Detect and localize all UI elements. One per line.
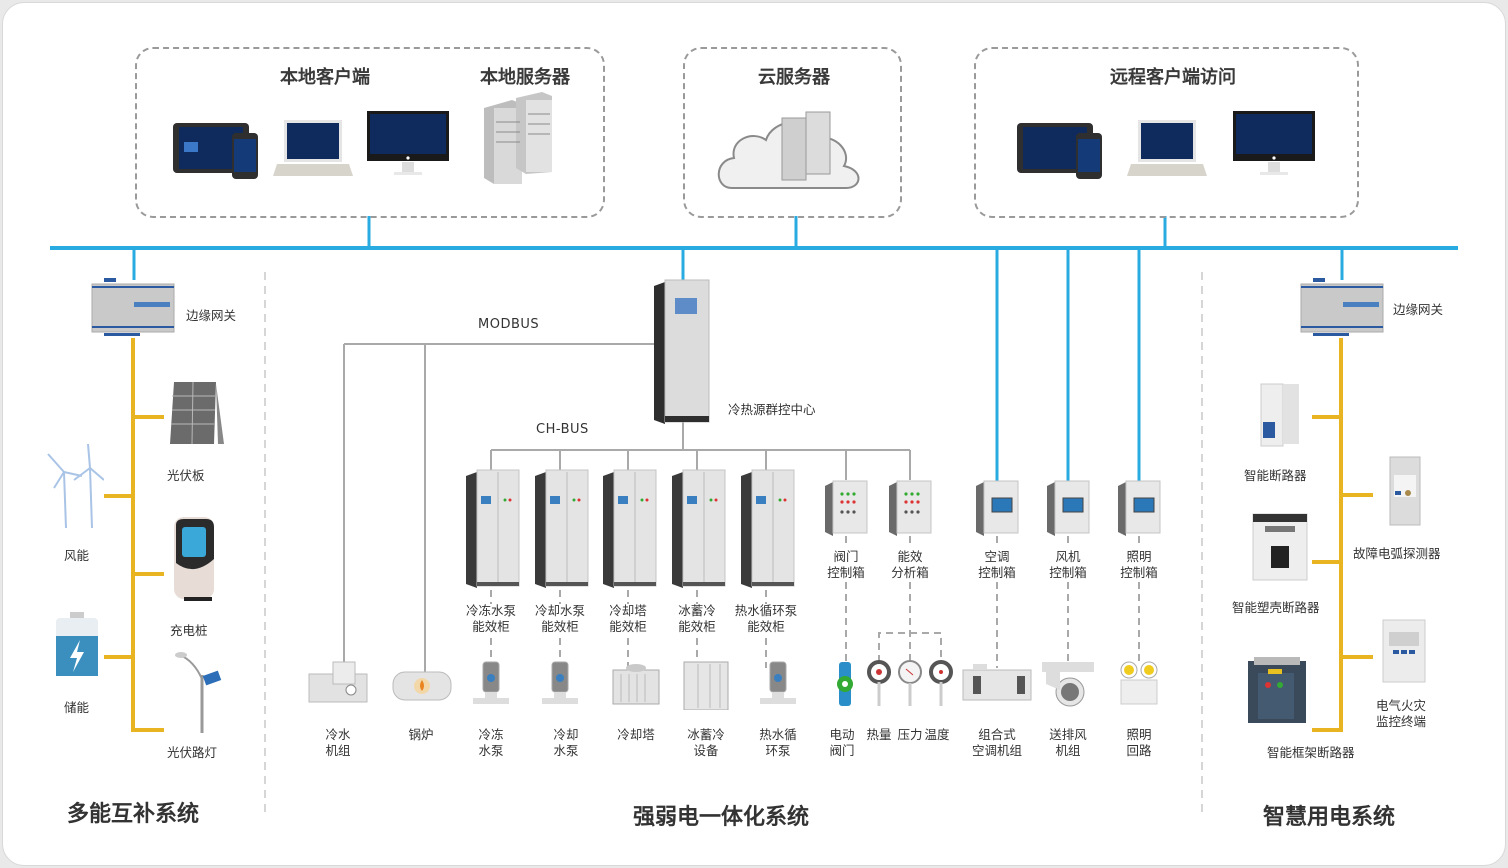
solar-street-light-label: 光伏路灯	[167, 745, 218, 760]
equipment-label: 冰蓄冷 设备	[687, 727, 725, 758]
pv-panel-label: 光伏板	[167, 468, 205, 483]
energy-cabinet-label: 冷却水泵 能效柜	[534, 603, 585, 634]
energy-cabinet-icon	[603, 469, 657, 588]
acb-icon	[1248, 657, 1306, 723]
server-rack-icon	[484, 92, 552, 184]
pump-icon	[542, 661, 578, 704]
thermometer-icon	[929, 660, 953, 706]
energy-cabinet-label: 冷却塔 能效柜	[609, 603, 647, 634]
equipment-label: 送排风 机组	[1049, 727, 1087, 758]
equipment-label: 温度	[924, 727, 950, 742]
fire-monitor-icon	[1382, 619, 1426, 683]
equipment-label: 冷冻 水泵	[478, 727, 504, 758]
cloud-server-title: 云服务器	[758, 67, 830, 88]
wind-label: 风能	[64, 548, 90, 563]
energy-cabinet-label: 热水循环泵 能效柜	[734, 603, 798, 634]
remote-laptop-icon	[1127, 120, 1207, 176]
remote-tablet-phone-icon	[1017, 123, 1102, 179]
energy-cabinet-icon	[535, 469, 589, 588]
local-client-title: 本地客户端	[280, 67, 370, 88]
energy-storage-label: 储能	[64, 700, 90, 715]
remote-group-box	[974, 47, 1359, 218]
cloud-server-icon	[717, 111, 860, 189]
smart-breaker-label: 智能断路器	[1244, 468, 1307, 483]
local-server-title: 本地服务器	[480, 67, 570, 88]
tablet-phone-icon	[173, 123, 258, 179]
section-smart-power: 智慧用电系统	[1263, 805, 1396, 830]
mccb-icon	[1252, 513, 1308, 581]
equipment-label: 冷水 机组	[325, 727, 351, 758]
charging-pile-label: 充电桩	[170, 623, 208, 638]
energy-cabinet-icon	[466, 469, 520, 588]
control-box-label: 风机 控制箱	[1049, 549, 1087, 580]
solar-street-light-icon	[175, 652, 222, 733]
remote-monitor-icon	[1233, 111, 1315, 175]
chbus-label: CH-BUS	[536, 422, 589, 437]
equipment-label: 冷却 水泵	[553, 727, 579, 758]
controller-label: 冷热源群控中心	[728, 402, 816, 417]
control-box-label: 空调 控制箱	[978, 549, 1016, 580]
ice-storage-icon	[683, 661, 729, 710]
equipment-label: 热量	[866, 727, 892, 742]
control-panel-box-icon	[889, 480, 932, 536]
mccb-label: 智能塑壳断路器	[1232, 600, 1320, 615]
charging-pile-icon	[174, 517, 214, 601]
local-group-box	[135, 47, 605, 218]
energy-cabinet-icon	[672, 469, 726, 588]
chiller-icon	[308, 661, 368, 703]
right-gateway-icon	[1300, 278, 1384, 336]
left-gateway-icon	[91, 278, 175, 336]
control-box-label: 照明 控制箱	[1120, 549, 1158, 580]
boiler-icon	[392, 671, 452, 701]
pressure-gauge-icon	[898, 660, 922, 706]
fire-monitor-label: 电气火灾 监控终端	[1375, 698, 1426, 729]
control-box-label: 阀门 控制箱	[827, 549, 865, 580]
heat-meter-icon	[867, 660, 891, 706]
equipment-label: 热水循 环泵	[759, 727, 797, 758]
acb-label: 智能框架断路器	[1267, 745, 1355, 760]
arc-fault-detector-label: 故障电弧探测器	[1353, 546, 1441, 561]
laptop-icon	[273, 120, 353, 176]
pump-icon	[760, 661, 796, 704]
energy-cabinet-label: 冷冻水泵 能效柜	[465, 603, 516, 634]
smart-breaker-icon	[1260, 383, 1299, 447]
equipment-label: 压力	[897, 727, 923, 742]
fan-unit-icon	[1042, 662, 1094, 707]
left-gateway-label: 边缘网关	[186, 308, 237, 323]
equipment-label: 照明 回路	[1126, 727, 1152, 758]
ahu-icon	[962, 664, 1032, 701]
monitor-icon	[367, 111, 449, 175]
arc-fault-detector-icon	[1389, 456, 1421, 526]
group-control-cabinet-icon	[654, 279, 710, 424]
pv-panel-icon	[170, 381, 224, 445]
control-box-label: 能效 分析箱	[891, 549, 929, 580]
equipment-label: 组合式 空调机组	[971, 727, 1022, 758]
left-field-bus	[104, 338, 164, 732]
lighting-circuit-icon	[1120, 661, 1158, 705]
equipment-label: 锅炉	[408, 727, 434, 742]
control-box-icon	[1118, 480, 1161, 536]
cloud-group-box	[683, 47, 902, 218]
pump-icon	[473, 661, 509, 704]
wind-turbine-icon	[47, 443, 104, 529]
modbus-label: MODBUS	[478, 317, 540, 332]
electric-valve-icon	[837, 662, 853, 706]
right-gateway-label: 边缘网关	[1393, 302, 1444, 317]
control-box-icon	[976, 480, 1019, 536]
energy-cabinet-icon	[741, 469, 795, 588]
control-panel-box-icon	[825, 480, 868, 536]
energy-storage-icon	[56, 612, 98, 676]
equipment-label: 电动 阀门	[829, 727, 855, 758]
energy-cabinet-label: 冰蓄冷 能效柜	[678, 603, 716, 634]
section-integrated: 强弱电一体化系统	[633, 805, 810, 830]
cooling-tower-icon	[612, 664, 660, 705]
section-multi-energy: 多能互补系统	[67, 802, 200, 827]
right-field-bus	[1312, 338, 1373, 732]
control-box-icon	[1047, 480, 1090, 536]
equipment-label: 冷却塔	[617, 727, 655, 742]
remote-client-title: 远程客户端访问	[1110, 67, 1236, 88]
